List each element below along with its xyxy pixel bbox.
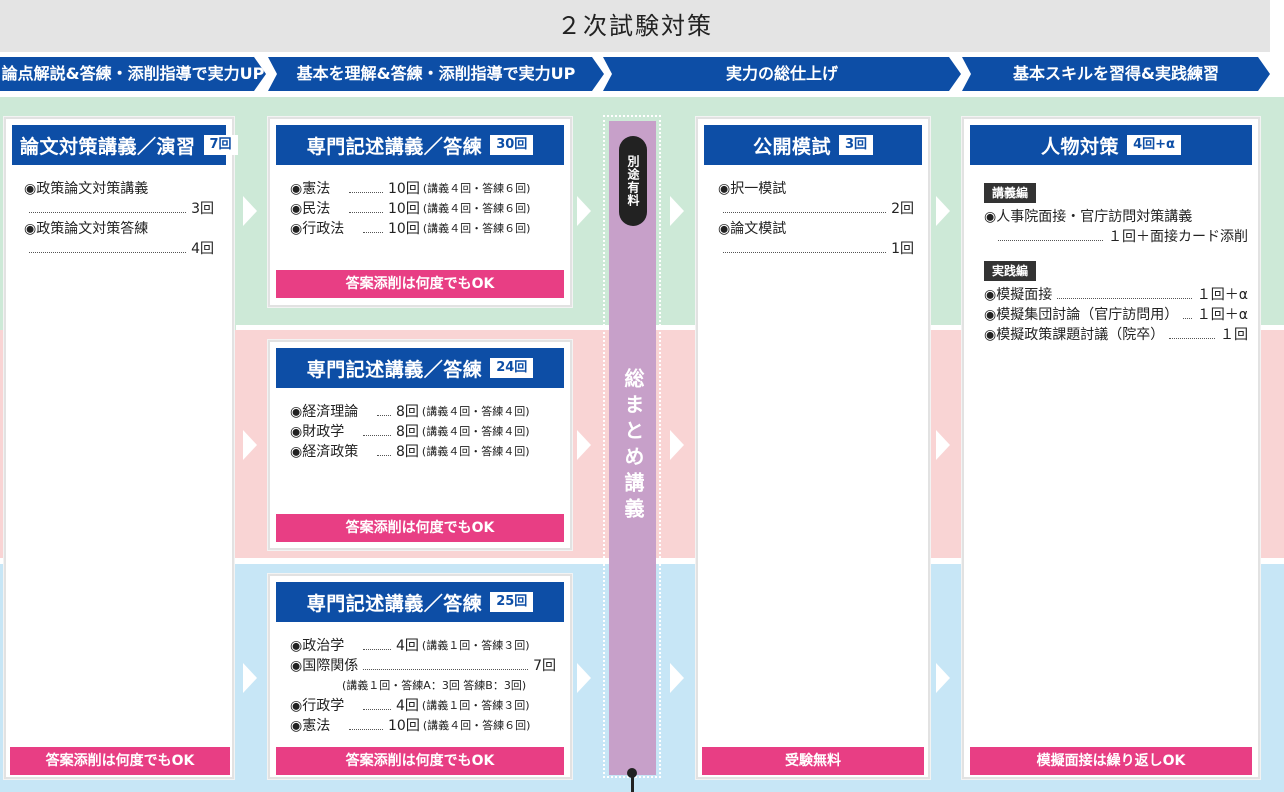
jinbutsu-footer: 模擬面接は繰り返しOK [970,747,1252,775]
jinbutsu-badge: 4回+α [1127,135,1181,155]
flow-arrow-icon [936,430,950,460]
phase-3: 実力の総仕上げ [603,57,961,91]
page-title: ２次試験対策 [0,0,1270,52]
connector-line [631,772,634,792]
flow-arrow-icon [936,196,950,226]
list-item: 3回 [24,199,214,219]
senmon3-badge: 25回 [490,592,534,612]
senmon3-footer: 答案添削は何度でもOK [276,747,564,775]
moshi-header: 公開模試 3回 [704,125,922,165]
senmon3-title: 専門記述講義／答練 [306,592,483,615]
senmon1-title: 専門記述講義／答練 [306,135,483,158]
moshi-list: ◉択一模試 2回 ◉論文模試 1回 [718,179,914,259]
jinbutsu-list: 講義編 ◉人事院面接・官庁訪問対策講義 １回＋面接カード添削 実践編 ◉模擬面接… [984,177,1248,345]
senmon2-footer: 答案添削は何度でもOK [276,514,564,542]
phase-1: 論点解説&答練・添削指導で実力UP [0,57,266,91]
jinbutsu-card: 人物対策 4回+α 講義編 ◉人事院面接・官庁訪問対策講義 １回＋面接カード添削… [962,117,1260,779]
list-item: ◉模擬政策課題討議（院卒）１回 [984,327,1248,343]
jinbutsu-title: 人物対策 [1041,135,1120,158]
list-item: ◉論文模試 [718,221,787,237]
list-item: 4回 [24,239,214,259]
moshi-title: 公開模試 [752,135,831,158]
senmon3-header: 専門記述講義／答練 25回 [276,582,564,622]
flow-arrow-icon [577,430,591,460]
senmon1-badge: 30回 [490,135,534,155]
flow-arrow-icon [243,430,257,460]
list-item: ◉人事院面接・官庁訪問対策講義 [984,209,1193,225]
matome-column [609,121,656,775]
ronbun-title: 論文対策講義／演習 [20,135,196,158]
practice-tag: 実践編 [984,261,1037,281]
list-item: ◉政策論文対策講義 [24,181,149,197]
senmon1-footer: 答案添削は何度でもOK [276,270,564,298]
list-item: １回＋面接カード添削 [984,227,1248,247]
matome-title: 総まとめ講義 [621,368,645,524]
moshi-footer: 受験無料 [702,747,924,775]
ronbun-card: 論文対策講義／演習 7回 ◉政策論文対策講義 3回 ◉政策論文対策答練 4回 [4,117,238,779]
flow-arrow-icon [577,196,591,226]
kokusai-note: (講義１回・答練A：3回 答練B：3回) [342,679,527,692]
list-item: 1回 [718,239,914,259]
list-item: 2回 [718,199,914,219]
senmon1-header: 専門記述講義／答練 30回 [276,125,564,165]
jinbutsu-header: 人物対策 4回+α [970,125,1252,165]
lecture-tag: 講義編 [984,183,1037,203]
list-item: ◉模擬集団討論（官庁訪問用）１回＋α [984,307,1248,323]
flow-arrow-icon [670,430,684,460]
list-item: ◉択一模試 [718,181,787,197]
senmon2-badge: 24回 [490,358,534,378]
flow-arrow-icon [670,196,684,226]
flow-arrow-icon [577,663,591,693]
moshi-badge: 3回 [838,135,874,155]
phase-4: 基本スキルを習得&実践練習 [962,57,1270,91]
ronbun-badge: 7回 [203,135,238,155]
moshi-card: 公開模試 3回 ◉択一模試 2回 ◉論文模試 1回 [696,117,930,779]
list-item: ◉政策論文対策答練 [24,221,149,237]
ronbun-list: ◉政策論文対策講義 3回 ◉政策論文対策答練 4回 [24,179,214,259]
ronbun-footer: 答案添削は何度でもOK [10,747,230,775]
flow-arrow-icon [670,663,684,693]
flow-arrow-icon [936,663,950,693]
phase-2: 基本を理解&答練・添削指導で実力UP [268,57,604,91]
ronbun-header: 論文対策講義／演習 7回 [12,125,238,165]
flow-arrow-icon [243,196,257,226]
flow-arrow-icon [243,663,257,693]
senmon2-header: 専門記述講義／答練 24回 [276,348,564,388]
extra-fee-badge: 別途有料 [619,136,647,226]
senmon2-title: 専門記述講義／答練 [306,358,483,381]
